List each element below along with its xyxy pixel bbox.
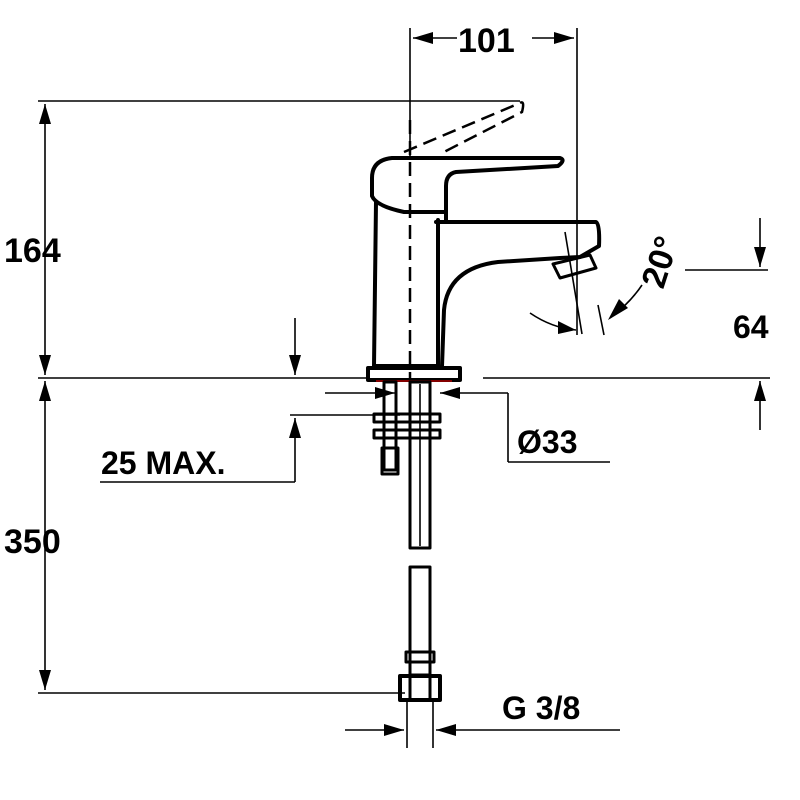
arrow-left [436, 724, 456, 736]
hose-ferrule [404, 650, 436, 664]
arrow-up [754, 381, 766, 401]
arrow-right [384, 724, 404, 736]
hose-length-350-label: 350 [4, 523, 61, 561]
arrow-up [289, 418, 301, 438]
angle-20-label: 20° [634, 232, 686, 293]
supply-hose-lower [408, 565, 432, 677]
angle-ref-line-2 [597, 304, 605, 336]
dimension-lines [38, 28, 770, 748]
arrow-right [558, 321, 576, 334]
faucet-base [366, 366, 462, 382]
threaded-rod [382, 380, 398, 472]
aerator [551, 253, 598, 280]
fixing-washer [372, 412, 442, 424]
arrow-right [554, 32, 574, 44]
arrow-down [39, 355, 51, 375]
spout-height-64-label: 64 [733, 309, 769, 345]
supply-hose-upper [408, 380, 432, 550]
fixing-assembly [372, 380, 442, 702]
body-column [372, 200, 440, 368]
rod-end [380, 446, 400, 476]
arrow-left [440, 387, 460, 399]
spout [434, 220, 602, 368]
arrow-down [754, 247, 766, 267]
diameter-33-label: Ø33 [517, 424, 577, 460]
height-164-label: 164 [4, 232, 61, 270]
deck-thickness-label: 25 MAX. [101, 445, 225, 481]
lever-raised-outline [403, 101, 525, 156]
arrow-down [289, 355, 301, 375]
lever-handle [370, 156, 565, 214]
arrow-left [608, 299, 628, 320]
thread-label: G 3/8 [502, 690, 580, 726]
fixing-nut [372, 428, 442, 440]
arrow-down [39, 670, 51, 690]
arrow-up [39, 381, 51, 401]
hex-connector [398, 674, 442, 702]
arrow-left [413, 32, 433, 44]
faucet-body [366, 101, 602, 382]
arrow-up [39, 104, 51, 124]
reach-101-label: 101 [458, 22, 515, 60]
angle-ref-line-1 [564, 231, 583, 335]
